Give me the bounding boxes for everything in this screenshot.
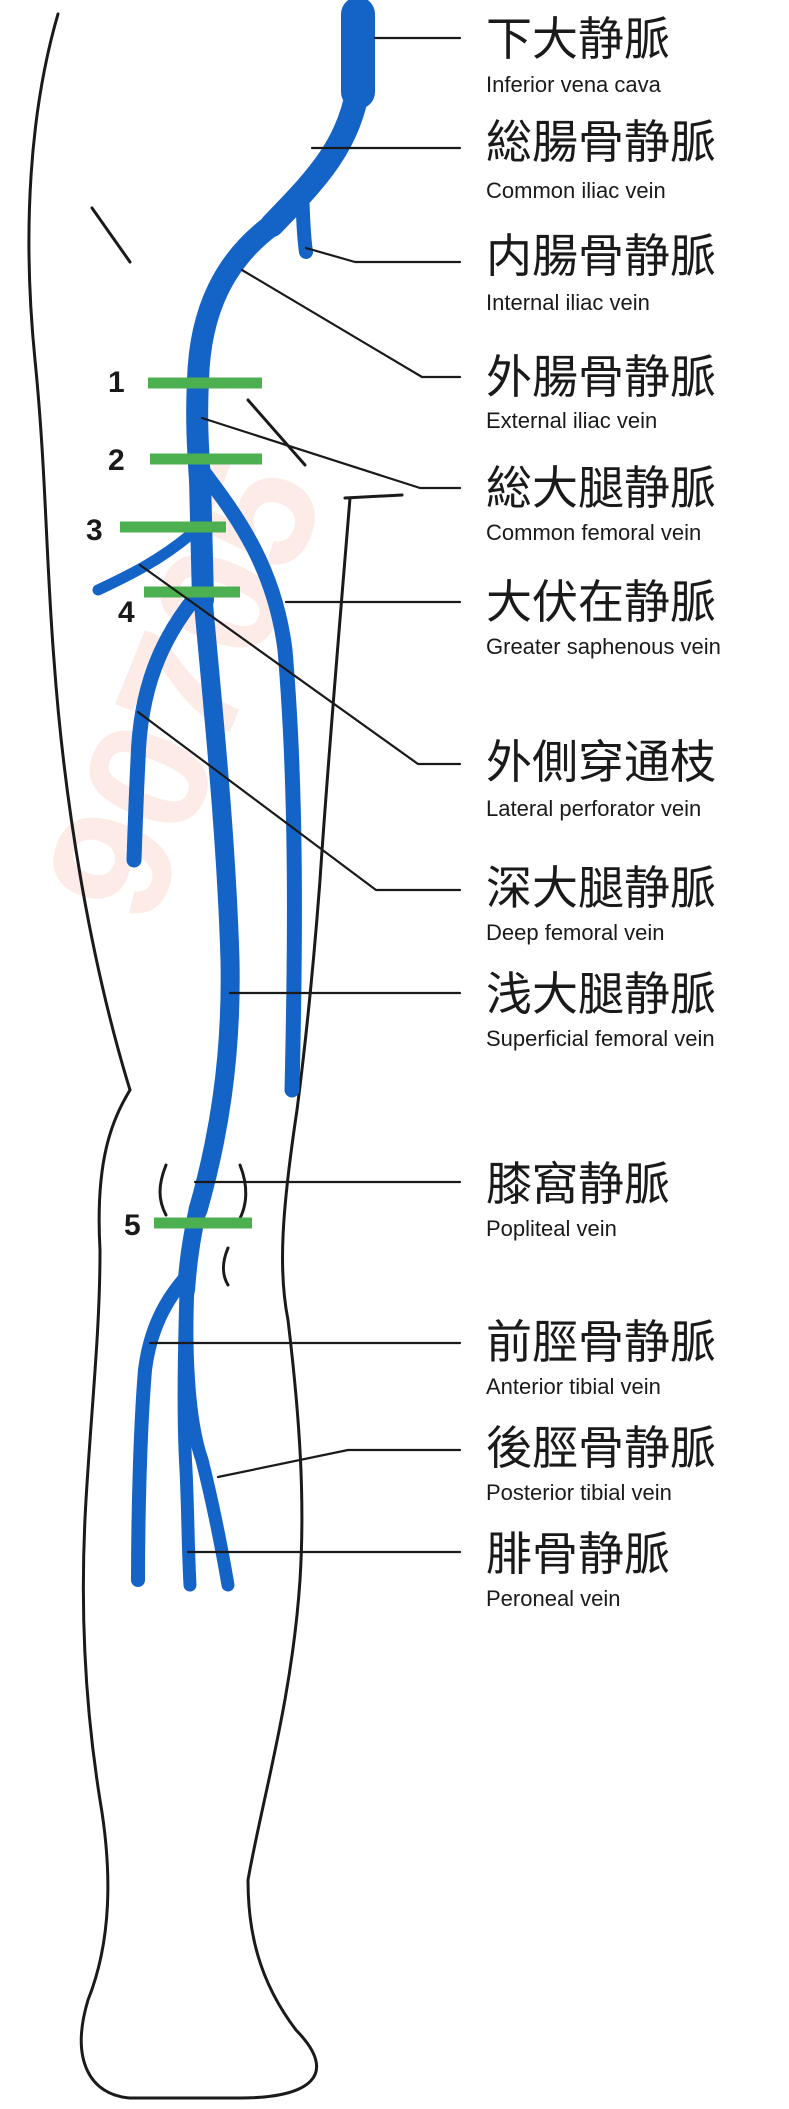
label-internal-iliac-vein: 内腸骨静脈 Internal iliac vein xyxy=(486,229,716,315)
label-common-femoral-vein: 総大腿静脈 Common femoral vein xyxy=(486,461,716,545)
labels: 下大静脈 Inferior vena cava 総腸骨静脈 Common ili… xyxy=(486,12,721,1611)
label-jp: 腓骨静脈 xyxy=(486,1527,670,1581)
label-en: Lateral perforator vein xyxy=(486,796,701,821)
label-en: Greater saphenous vein xyxy=(486,634,721,659)
watermark: 90705 xyxy=(8,434,361,943)
label-jp: 外腸骨静脈 xyxy=(486,350,716,404)
label-posterior-tibial-vein: 後脛骨静脈 Posterior tibial vein xyxy=(486,1421,716,1505)
label-jp: 浅大腿静脈 xyxy=(486,967,716,1021)
marker-2: 2 xyxy=(108,444,125,477)
label-jp: 下大静脈 xyxy=(486,12,670,66)
label-popliteal-vein: 膝窩静脈 Popliteal vein xyxy=(486,1157,670,1241)
label-lateral-perforator-vein: 外側穿通枝 Lateral perforator vein xyxy=(486,735,716,821)
label-en: Common femoral vein xyxy=(486,520,701,545)
common-iliac-vein xyxy=(272,88,358,225)
veins xyxy=(98,14,358,1585)
label-en: Internal iliac vein xyxy=(486,290,650,315)
label-deep-femoral-vein: 深大腿静脈 Deep femoral vein xyxy=(486,861,716,945)
label-en: Deep femoral vein xyxy=(486,920,665,945)
marker-1: 1 xyxy=(108,366,125,399)
label-greater-saphenous-vein: 大伏在静脈 Greater saphenous vein xyxy=(486,575,721,659)
label-en: Anterior tibial vein xyxy=(486,1374,661,1399)
label-en: Superficial femoral vein xyxy=(486,1026,715,1051)
marker-4: 4 xyxy=(118,596,135,629)
external-iliac-vein xyxy=(197,225,272,480)
marker-5: 5 xyxy=(124,1209,141,1242)
peroneal-vein xyxy=(184,1290,190,1585)
label-en: Peroneal vein xyxy=(486,1586,621,1611)
label-en: Inferior vena cava xyxy=(486,72,662,97)
label-en: Popliteal vein xyxy=(486,1216,617,1241)
label-jp: 総大腿静脈 xyxy=(486,461,716,515)
label-en: Common iliac vein xyxy=(486,178,666,203)
marker-3: 3 xyxy=(86,514,103,547)
internal-iliac-vein xyxy=(302,190,306,252)
label-common-iliac-vein: 総腸骨静脈 Common iliac vein xyxy=(486,115,716,203)
label-jp: 内腸骨静脈 xyxy=(486,229,716,283)
label-en: Posterior tibial vein xyxy=(486,1480,672,1505)
label-en: External iliac vein xyxy=(486,408,657,433)
leader-external-iliac xyxy=(242,270,460,377)
label-inferior-vena-cava: 下大静脈 Inferior vena cava xyxy=(486,12,670,97)
label-external-iliac-vein: 外腸骨静脈 External iliac vein xyxy=(486,350,716,433)
label-jp: 大伏在静脈 xyxy=(486,575,716,629)
label-anterior-tibial-vein: 前脛骨静脈 Anterior tibial vein xyxy=(486,1315,716,1399)
label-jp: 膝窩静脈 xyxy=(486,1157,670,1211)
label-peroneal-vein: 腓骨静脈 Peroneal vein xyxy=(486,1527,670,1611)
label-jp: 外側穿通枝 xyxy=(486,735,716,789)
label-jp: 総腸骨静脈 xyxy=(486,115,716,169)
label-superficial-femoral-vein: 浅大腿静脈 Superficial femoral vein xyxy=(486,967,716,1051)
label-jp: 前脛骨静脈 xyxy=(486,1315,716,1369)
label-jp: 深大腿静脈 xyxy=(486,861,716,915)
common-femoral-vein xyxy=(200,478,203,600)
leader-internal-iliac xyxy=(306,248,460,262)
label-jp: 後脛骨静脈 xyxy=(486,1421,716,1475)
leader-posterior-tibial xyxy=(218,1450,460,1477)
